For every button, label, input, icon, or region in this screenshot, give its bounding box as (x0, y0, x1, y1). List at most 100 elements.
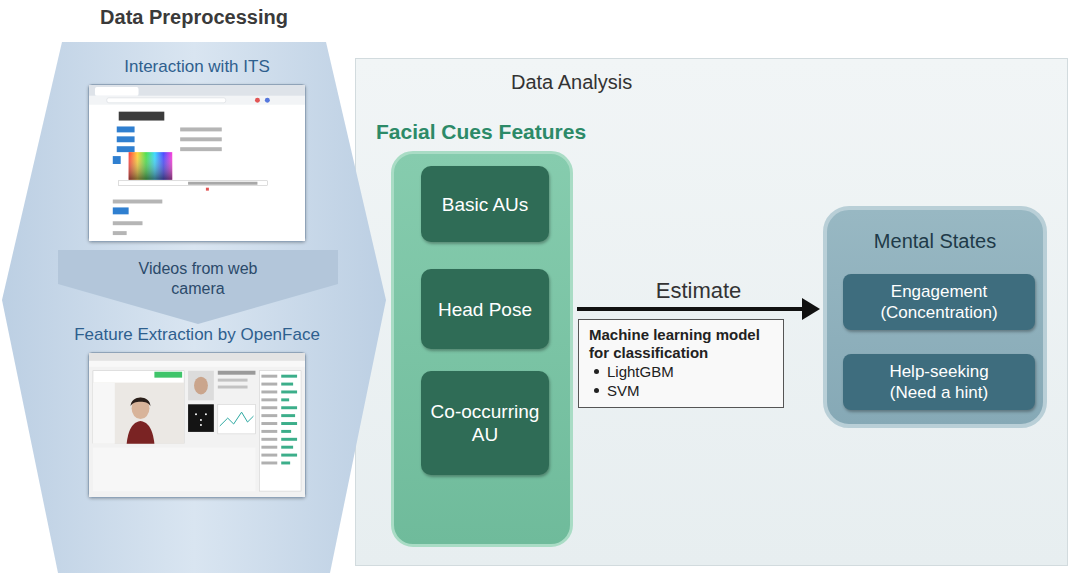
bullet-dot (594, 388, 599, 393)
screenshot-detail (93, 371, 184, 444)
screenshot-detail (218, 371, 256, 375)
screenshot-detail (180, 147, 222, 151)
screenshot-detail (281, 446, 293, 449)
screenshot-detail (89, 353, 305, 361)
screenshot-detail (188, 182, 257, 185)
analysis-panel: Data AnalysisFacial Cues FeaturesBasic A… (355, 58, 1068, 566)
screenshot-detail (281, 430, 291, 433)
bullet-dot (594, 369, 599, 374)
screenshot-detail (188, 404, 214, 432)
screenshot-detail (117, 146, 135, 152)
screenshot-detail (200, 419, 202, 421)
screenshot-detail (89, 361, 305, 367)
screenshot-detail (200, 424, 202, 426)
openface-screenshot (89, 353, 305, 497)
section-title: Data Analysis (511, 71, 632, 94)
panel-title: Facial Cues Features (376, 120, 586, 144)
box-label: Head Pose (438, 298, 532, 321)
screenshot-caption: Interaction with ITS (39, 57, 355, 77)
screenshot-detail (281, 438, 297, 441)
chevron-outline (58, 250, 338, 324)
chevron-arrow: Videos from web camera (58, 250, 338, 324)
screenshot-detail (265, 98, 270, 103)
state-box: Help-seeking(Need a hint) (843, 354, 1035, 410)
screenshot-detail (89, 96, 305, 105)
screenshot-detail (113, 207, 129, 214)
screenshot-detail (117, 136, 135, 142)
screenshot-detail (113, 221, 143, 225)
screenshot-detail (180, 127, 222, 131)
screenshot-detail (188, 371, 214, 401)
screenshot-detail (180, 137, 222, 141)
screenshot-detail (131, 397, 151, 406)
screenshot-detail (281, 461, 290, 464)
model-item: LightGBM (589, 362, 773, 381)
screenshot-detail (261, 390, 277, 393)
state-label: Help-seeking (889, 361, 988, 382)
screenshot-detail (93, 448, 255, 491)
screenshot-detail (89, 85, 305, 96)
screenshot-detail (261, 438, 277, 441)
screenshot-detail (281, 398, 289, 401)
screenshot-detail (281, 414, 295, 417)
panel-title: Mental States (827, 230, 1043, 253)
state-box: Engagement(Concentration) (843, 274, 1035, 330)
state-label: Engagement (891, 281, 987, 302)
screenshot-detail (95, 87, 139, 96)
screenshot-detail (205, 413, 207, 415)
state-label: (Need a hint) (890, 382, 988, 403)
screenshot-detail (218, 379, 248, 382)
screenshot-detail (119, 181, 268, 186)
model-item: SVM (589, 381, 773, 400)
screenshot-detail (119, 112, 165, 121)
screenshot-detail (218, 404, 256, 434)
screenshot-detail (195, 413, 197, 415)
box-label: Basic AUs (442, 193, 529, 216)
screenshot-detail (129, 152, 173, 180)
screenshot-detail (261, 430, 277, 433)
hexagon-outline (2, 42, 386, 573)
screenshot-detail (113, 200, 163, 204)
screenshot-detail (281, 454, 297, 457)
edge-label: Estimate (653, 278, 745, 304)
screenshot-detail (194, 377, 208, 395)
screenshot-detail (206, 188, 209, 191)
screenshot-detail (132, 397, 150, 419)
its-screenshot (89, 85, 305, 241)
section-title: Data Preprocessing (0, 6, 388, 29)
screenshot-detail (261, 383, 277, 386)
screenshot-detail (113, 156, 121, 164)
screenshot-detail (117, 126, 135, 132)
features-panel: Facial Cues FeaturesBasic AUsHead PoseCo… (391, 151, 573, 547)
screenshot-detail (281, 422, 297, 425)
screenshot-detail (113, 231, 127, 235)
state-label: (Concentration) (880, 302, 997, 323)
screenshot-detail (93, 383, 184, 444)
screenshot-detail (281, 390, 297, 393)
box-label: Co-occurring AU (425, 400, 545, 446)
model-box: Machine learning model for classificatio… (578, 319, 784, 408)
screenshot-caption: Feature Extraction by OpenFace (39, 325, 355, 345)
arrow-line (577, 307, 804, 311)
screenshot-detail (107, 98, 226, 103)
feature-box: Head Pose (421, 269, 549, 349)
screenshot-detail (89, 85, 305, 241)
screenshot-detail (218, 386, 248, 389)
screenshot-detail (129, 152, 173, 180)
screenshot-detail (154, 372, 182, 378)
screenshot-detail (281, 383, 293, 386)
screenshot-detail (127, 421, 155, 444)
screenshot-detail (261, 414, 277, 417)
feature-box: Basic AUs (421, 166, 549, 242)
screenshot-detail (261, 375, 277, 378)
model-heading: Machine learning model for classificatio… (589, 326, 773, 362)
screenshot-detail (261, 398, 277, 401)
screenshot-detail (259, 371, 301, 491)
screenshot-detail (261, 454, 277, 457)
screenshot-detail (261, 422, 277, 425)
screenshot-detail (261, 461, 277, 464)
screenshot-detail (89, 353, 305, 497)
chevron-label: Videos from web camera (123, 250, 273, 299)
preprocessing-hexagon: Data PreprocessingInteraction with ITS (0, 0, 388, 573)
